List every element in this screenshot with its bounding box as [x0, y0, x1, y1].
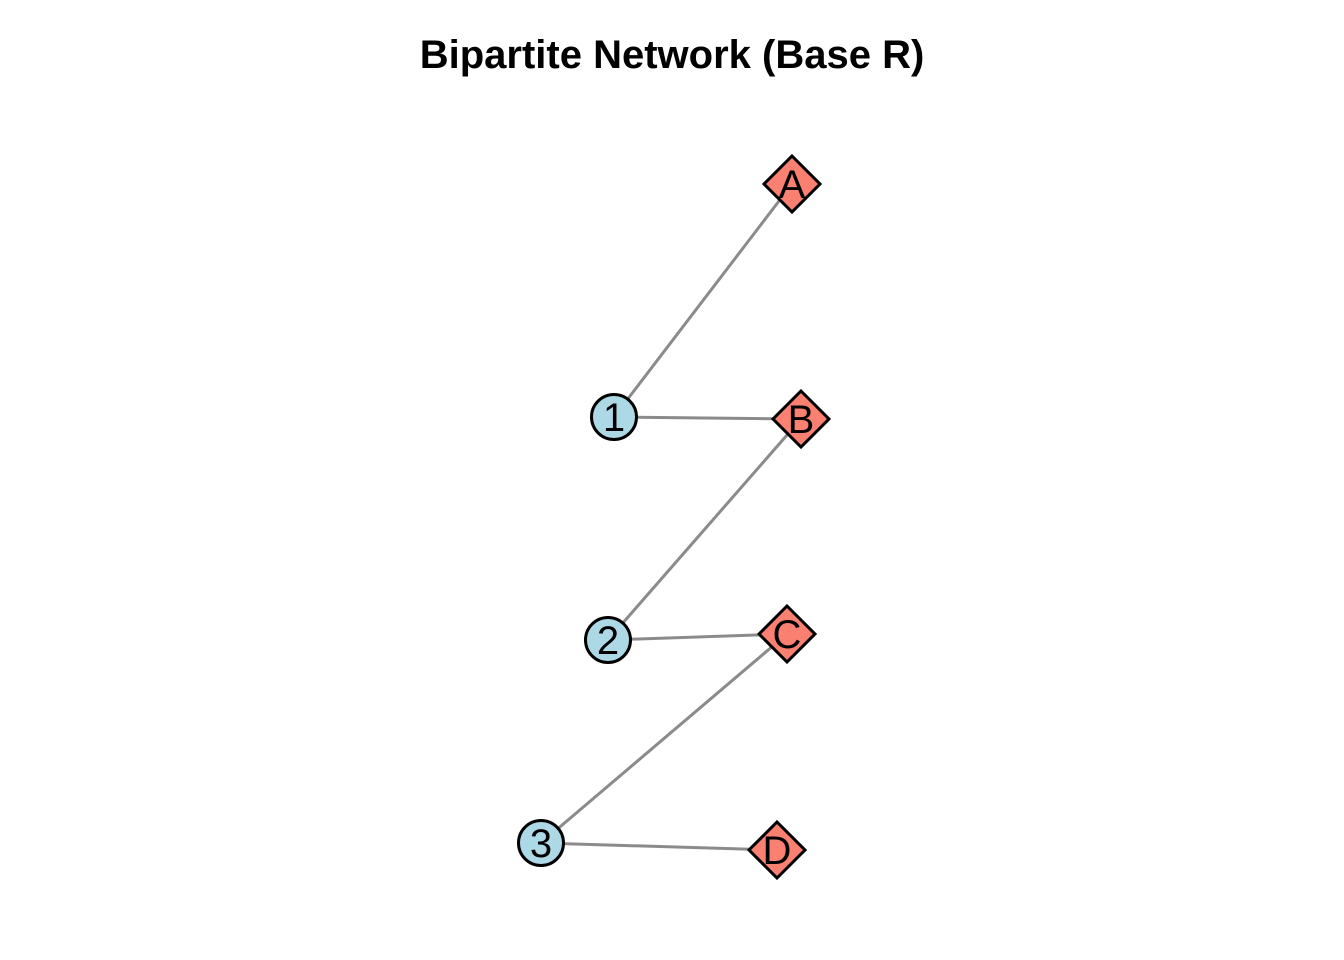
edge-1-A — [612, 182, 794, 419]
edge-2-C — [606, 632, 789, 642]
node-label-A: A — [779, 163, 806, 207]
node-label-B: B — [788, 398, 815, 442]
edge-3-D — [539, 841, 779, 852]
node-label-1: 1 — [603, 396, 625, 440]
edge-1-B — [612, 415, 803, 421]
node-A — [761, 153, 823, 215]
node-B — [770, 388, 832, 450]
node-label-C: C — [773, 613, 802, 657]
node-C — [756, 603, 818, 665]
edge-2-B — [606, 417, 803, 642]
node-label-D: D — [763, 829, 792, 873]
node-label-2: 2 — [597, 619, 619, 663]
edge-3-C — [539, 632, 789, 845]
plot-title: Bipartite Network (Base R) — [419, 33, 925, 77]
node-D — [746, 819, 808, 881]
node-label-3: 3 — [530, 822, 552, 866]
node-3 — [517, 819, 565, 867]
node-2 — [584, 616, 632, 664]
node-1 — [590, 393, 638, 441]
